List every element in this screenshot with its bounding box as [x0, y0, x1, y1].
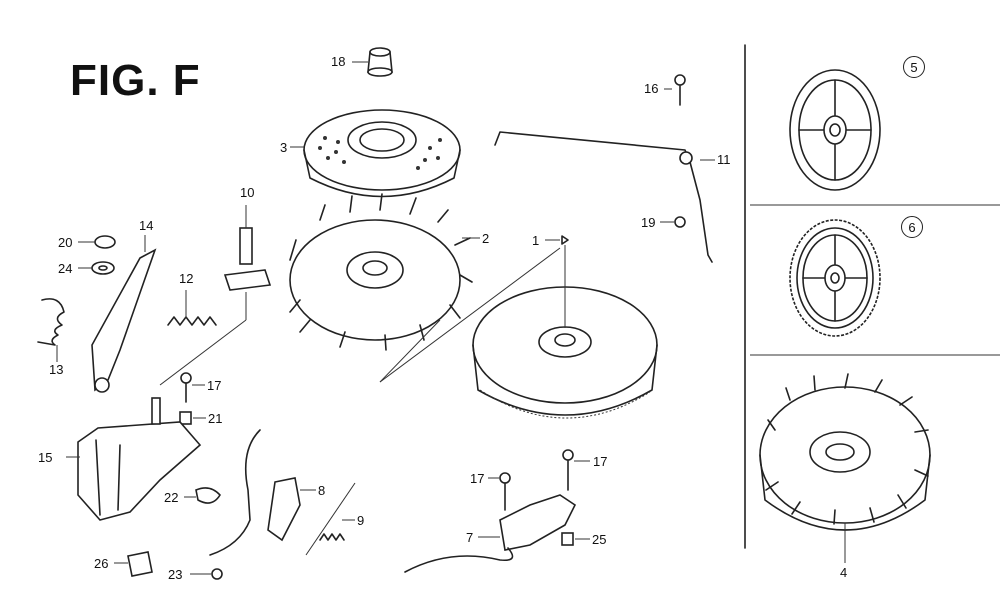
part-24-washer	[78, 261, 115, 275]
figure-title: FIG. F	[70, 56, 201, 105]
callout-17-lower-left: 17	[470, 471, 485, 486]
callout-16: 16	[644, 81, 659, 96]
part-4-cooling-fan	[759, 373, 931, 563]
callout-8: 8	[318, 483, 326, 498]
callout-26: 26	[94, 556, 109, 571]
callout-15: 15	[38, 450, 53, 465]
part-14-brake-arm	[91, 235, 157, 393]
part-21-nut	[179, 411, 206, 425]
callout-21: 21	[208, 411, 223, 426]
callout-7: 7	[466, 530, 474, 545]
part-26-clip	[114, 551, 153, 577]
panel-dividers	[744, 44, 1000, 549]
part-12-spring	[167, 290, 217, 326]
callout-18: 18	[331, 54, 346, 69]
part-2-cooling-fan	[289, 193, 480, 351]
callout-12: 12	[179, 271, 194, 286]
part-19-nut	[660, 216, 686, 228]
callout-1: 1	[532, 233, 540, 248]
callout-24: 24	[58, 261, 73, 276]
callout-19: 19	[641, 215, 656, 230]
callout-11: 11	[717, 152, 731, 167]
callout-22: 22	[164, 490, 179, 505]
part-20-nut	[78, 235, 116, 249]
part-23-bolt	[190, 568, 223, 580]
callout-6: 6	[901, 216, 923, 238]
callout-2: 2	[482, 231, 490, 246]
callout-4: 4	[840, 565, 848, 580]
part-17-bolt-right	[562, 449, 590, 491]
assembly-leaders	[379, 247, 561, 383]
part-15-brake-bracket	[66, 397, 202, 521]
callout-14: 14	[139, 218, 154, 233]
callout-17-lower-right: 17	[593, 454, 608, 469]
part-17-bolt-upper	[180, 372, 205, 403]
part-11-control-rod	[494, 131, 715, 263]
part-7-ignition-coil	[404, 494, 577, 573]
part-5-flywheel-variant	[789, 69, 881, 191]
callout-25: 25	[592, 532, 607, 547]
part-6-flywheel-ring-gear	[789, 219, 881, 337]
part-8-stop-switch	[209, 429, 316, 556]
callout-17-upper: 17	[207, 378, 222, 393]
callout-9: 9	[357, 513, 365, 528]
part-17-bolt-left	[488, 472, 511, 511]
part-1-flywheel	[472, 235, 658, 419]
part-3-starter-pulley	[290, 109, 461, 198]
callout-10: 10	[240, 185, 255, 200]
part-18-nut	[352, 47, 393, 77]
part-10-lever	[223, 205, 272, 291]
callout-3: 3	[280, 140, 288, 155]
part-25-nut	[561, 532, 590, 546]
part-9-spring	[305, 482, 356, 556]
part-13-spring	[37, 298, 65, 362]
part-16-bolt	[664, 74, 686, 106]
callout-20: 20	[58, 235, 73, 250]
callout-5: 5	[903, 56, 925, 78]
callout-13: 13	[49, 362, 64, 377]
callout-23: 23	[168, 567, 183, 582]
part-22-clip	[184, 487, 221, 504]
